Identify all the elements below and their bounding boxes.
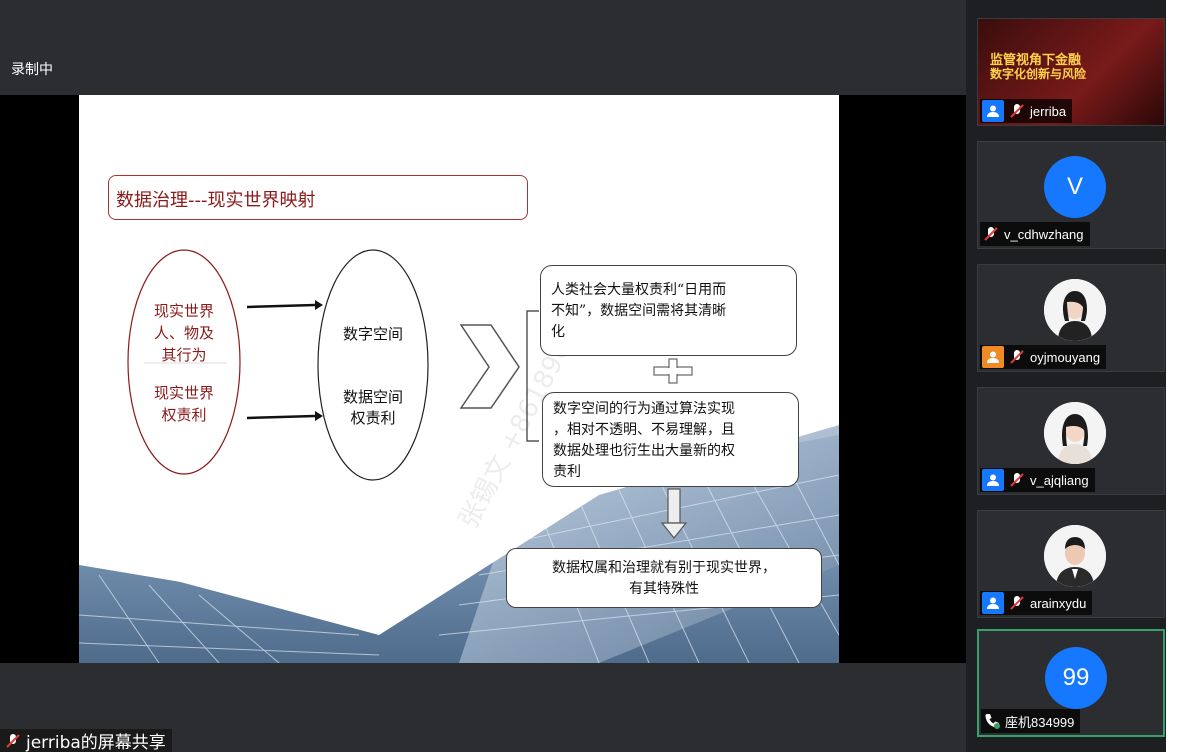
info-box-1-line3: 化 [551,324,565,340]
slide-title-box: 数据治理---现实世界映射 [108,175,528,220]
participant-name: 座机834999 [1005,714,1075,730]
avatar [1044,525,1106,587]
recording-status: 录制中 [11,62,53,78]
mic-muted-icon [1010,473,1024,487]
participant-name-bar: v_cdhwzhang [980,222,1090,246]
participant-name: oyjmouyang [1030,349,1101,365]
avatar: V [1044,156,1106,218]
banner-title-1: 监管视角下金融 [990,53,1082,68]
participant-tile-oyjmouyang[interactable]: oyjmouyang [977,264,1165,372]
participant-name: v_ajqliang [1030,472,1089,488]
info-box-2-line1: 数字空间的行为通过算法实现 [553,401,735,417]
real-world-line4: 现实世界 [153,384,214,402]
user-icon [982,469,1004,491]
mic-muted-icon [1010,596,1024,610]
participant-name-bar: v_ajqliang [980,468,1095,492]
participant-name: arainxydu [1030,595,1087,611]
mic-muted-icon [984,227,998,241]
screen-share-label: jerriba的屏幕共享 [0,729,172,752]
down-arrow-icon [660,522,688,539]
participant-name-bar: arainxydu [980,591,1093,615]
info-box-1-line1: 人类社会大量权责利“日用而 [551,282,727,298]
real-world-line5: 权责利 [161,406,207,424]
top-bar: 录制中 [0,0,966,95]
conclusion-line2: 有其特殊性 [629,581,699,597]
data-space-labels: 数据空间 权责利 [333,387,413,429]
banner-title-2: 数字化创新与风险 [990,67,1087,81]
participant-tile-phone[interactable]: 99 座机834999 [977,629,1165,737]
mic-muted-icon [6,733,20,748]
shared-screen: 张锡文 +8618962229 数据治理---现实世界映射 现实世界 人、物及 … [0,95,966,663]
data-space-line2: 权责利 [350,409,396,427]
participant-name-bar: 座机834999 [981,709,1081,733]
digital-space-label: 数字空间 [342,325,403,343]
avatar [1044,402,1106,464]
info-box-2-line4: 责利 [553,464,581,480]
presentation-slide: 张锡文 +8618962229 数据治理---现实世界映射 现实世界 人、物及 … [79,95,839,663]
participant-tile-v_cdhwzhang[interactable]: V v_cdhwzhang [977,141,1165,249]
window-edge [1166,0,1179,752]
conclusion-line1: 数据权属和治理就有别于现实世界， [552,560,776,576]
participant-name: jerriba [1030,103,1067,119]
user-icon [982,346,1004,368]
participant-name-bar: oyjmouyang [980,345,1107,369]
user-icon [982,100,1004,122]
real-world-line3: 其行为 [161,346,207,364]
info-box-2: 数字空间的行为通过算法实现 ，相对不透明、不易理解，且 数据处理也衍生出大量新的… [542,392,799,487]
real-world-ellipse [127,249,241,475]
participant-tile-arainxydu[interactable]: arainxydu [977,510,1165,618]
participant-tile-jerriba[interactable]: 监管视角下金融 数字化创新与风险 jerriba [977,18,1165,126]
info-box-2-line3: 数据处理也衍生出大量新的权 [553,443,735,459]
avatar [1044,279,1106,341]
data-space-line1: 数据空间 [342,388,403,406]
screen-share-text: jerriba的屏幕共享 [26,733,166,752]
info-box-1-line2: 不知”，数据空间需将其清晰 [551,303,727,319]
digital-space-ellipse [317,249,429,481]
participant-name: v_cdhwzhang [1004,226,1084,242]
participant-name-bar: jerriba [980,99,1073,123]
chevron-right-icon [459,324,520,409]
mic-muted-icon [1010,104,1024,118]
participant-gallery: 监管视角下金融 数字化创新与风险 jerriba V v_cdhwzhang o… [966,0,1179,752]
user-icon [982,592,1004,614]
real-world-labels: 现实世界 人、物及 其行为 现实世界 权责利 [139,300,229,426]
mic-muted-icon [1010,350,1024,364]
real-world-line1: 现实世界 [153,302,214,320]
slide-title: 数据治理---现实世界映射 [116,190,316,211]
participant-tile-v_ajqliang[interactable]: v_ajqliang [977,387,1165,495]
conclusion-box: 数据权属和治理就有别于现实世界， 有其特殊性 [506,548,822,608]
real-world-line2: 人、物及 [153,324,214,342]
info-box-1: 人类社会大量权责利“日用而 不知”，数据空间需将其清晰 化 [540,265,797,356]
avatar: 99 [1045,647,1107,709]
phone-icon [985,714,1000,729]
info-box-2-line2: ，相对不透明、不易理解，且 [553,422,735,438]
